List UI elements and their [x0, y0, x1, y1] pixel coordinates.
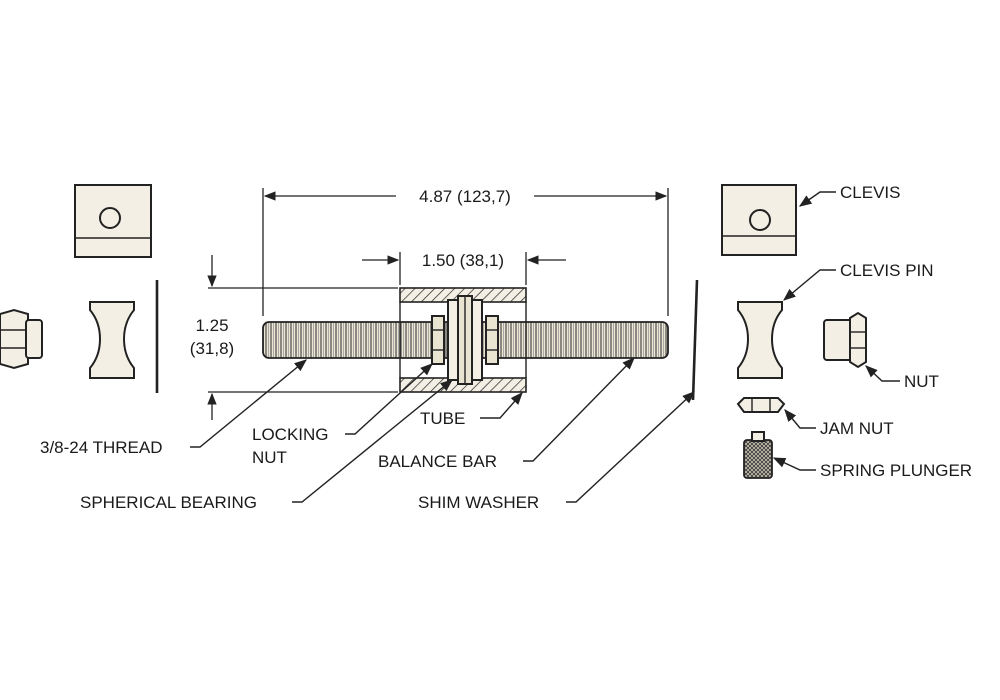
spring-plunger-leader — [772, 457, 816, 471]
shim-washer-leader — [566, 391, 695, 503]
spherical-bearing-label: SPHERICAL BEARING — [80, 493, 257, 512]
locking-nut-label-1: LOCKING — [252, 425, 329, 444]
left-clevis-pin — [89, 301, 135, 379]
left-clevis — [74, 184, 152, 258]
clevis-label: CLEVIS — [840, 183, 900, 202]
jam-nut — [736, 397, 786, 413]
height-inch-label: 1.25 — [195, 316, 228, 335]
clevis-pin-leader — [783, 269, 836, 301]
locking-nut-label-2: NUT — [252, 448, 287, 467]
spring-plunger-label: SPRING PLUNGER — [820, 461, 972, 480]
left-locking-nut — [431, 315, 445, 365]
tube-label: TUBE — [420, 409, 465, 428]
locking-nut-leader — [345, 363, 433, 435]
clevis-pin-label: CLEVIS PIN — [840, 261, 934, 280]
tube-leader — [480, 392, 523, 419]
spherical-bearing-leader — [292, 379, 453, 503]
overall-length-label: 4.87 (123,7) — [419, 187, 511, 206]
tube-length-dimension: 1.50 (38,1) — [362, 251, 566, 285]
height-dimension: 1.25 (31,8) — [190, 255, 398, 420]
clevis-leader — [798, 191, 836, 207]
jam-nut-leader — [784, 409, 816, 429]
thread-leader — [190, 359, 307, 448]
balance-bar-label: BALANCE BAR — [378, 452, 497, 471]
left-nut — [0, 308, 43, 370]
right-clevis — [721, 184, 797, 256]
jam-nut-label: JAM NUT — [820, 419, 894, 438]
tube — [399, 287, 527, 393]
nut-leader — [865, 365, 900, 382]
right-locking-nut — [485, 315, 499, 365]
tube-length-label: 1.50 (38,1) — [422, 251, 504, 270]
balance-bar-leader — [523, 357, 635, 462]
shim-washer-label: SHIM WASHER — [418, 493, 539, 512]
right-shim-washer — [691, 279, 699, 401]
nut-label: NUT — [904, 372, 939, 391]
spherical-bearing — [447, 295, 483, 385]
thread-label: 3/8-24 THREAD — [40, 438, 163, 457]
height-mm-label: (31,8) — [190, 339, 234, 358]
spring-plunger — [743, 431, 773, 479]
overall-length-dimension: 4.87 (123,7) — [262, 187, 669, 316]
right-clevis-pin — [737, 301, 783, 379]
right-nut — [823, 311, 867, 369]
